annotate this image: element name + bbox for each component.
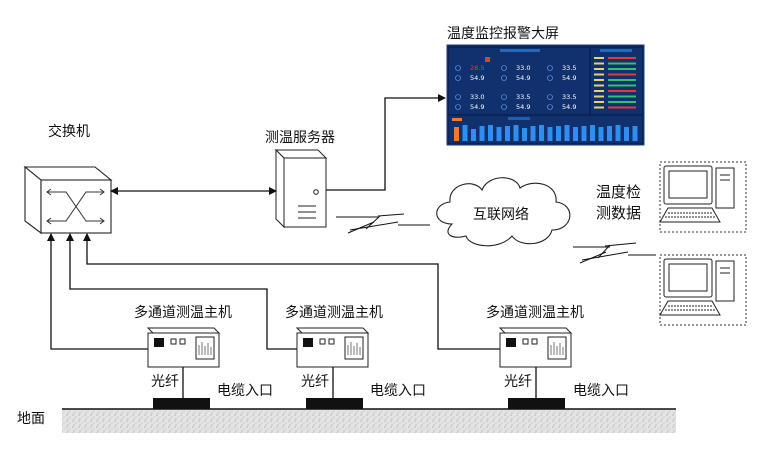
network-switch [23,165,113,235]
host-unit-1 [146,327,221,410]
screen-list-row [608,79,636,81]
screen-bar [632,126,638,141]
internet-cloud [436,177,571,247]
monitor-computer-1 [659,161,747,233]
host-title-2: 多通道测温主机 [285,305,383,321]
screen-bar [581,126,587,141]
screen-gauge-icon [547,94,553,100]
host-unit-3 [498,327,573,410]
screen-gauge-icon [455,104,461,110]
screen-value: 54.9 [516,74,530,82]
screen-list-row [608,106,636,109]
screen-bar [462,125,468,141]
screen-value: 33.0 [470,93,484,101]
screen-list-row [594,106,604,109]
screen-list-row [608,101,636,103]
screen-value: 33.5 [516,93,530,101]
screen-bar [590,125,595,141]
host-title-1: 多通道测温主机 [134,305,232,321]
screen-gauge-icon [547,104,553,110]
screen-list-row [594,90,604,92]
screen-value: 54.9 [470,103,484,111]
cable-label-2: 电缆入口 [370,383,426,399]
screen-gauge-icon [455,94,461,100]
fiber-label-1: 光纤 [151,374,179,390]
screen-bar [530,126,536,141]
screen-bar [471,129,476,141]
screen-bar [607,126,612,141]
screen-bar [573,127,578,141]
dashboard-label: 温度监控报警大屏 [447,26,559,42]
host-title-3: 多通道测温主机 [486,305,584,321]
ground [62,408,676,433]
screen-bar [488,125,493,141]
monitor-computer-2 [659,254,747,326]
screen-value: 54.9 [562,103,576,111]
fiber-label-2: 光纤 [301,374,329,390]
host-unit-2 [295,327,370,410]
screen-value: 28.5 [470,64,484,72]
server-label: 测温服务器 [265,130,335,146]
connection-lines [47,94,500,350]
screen-gauge-icon [501,104,507,110]
internet-label: 互联网络 [473,207,529,223]
screen-list-row [594,84,604,87]
monitor-label-line2: 测数据 [596,204,642,222]
screen-list-row [594,73,604,76]
screen-bar [615,125,621,141]
screen-list-row [608,73,636,76]
cable-label-1: 电缆入口 [217,383,273,399]
dashboard-screen: 28.5 33.0 33.5 54.9 54.9 54.9 33.0 33.5 33.5 54.9… [446,44,645,146]
screen-value: 54.9 [470,74,484,82]
monitor-label-line1: 温度检 [596,183,642,201]
screen-value: 33.0 [516,64,530,72]
screen-gauge-icon [501,75,507,81]
screen-bar [496,127,502,141]
cable-label-3: 电缆入口 [573,383,629,399]
screen-gauge-icon [501,94,507,100]
screen-gauge-icon [501,65,507,71]
wireless-link [336,213,430,234]
screen-value: 33.5 [562,93,576,101]
screen-value: 54.9 [516,103,530,111]
screen-gauge-icon [455,75,461,81]
screen-gauge-icon [547,65,553,71]
ground-label: 地面 [17,411,45,427]
screen-bar [598,127,604,141]
screen-gauge-icon [547,75,553,81]
screen-list-row [594,57,604,59]
screen-bar [547,127,553,141]
screen-value: 54.9 [562,74,576,82]
screen-bar [522,128,527,141]
screen-list-row [608,57,636,59]
screen-list-row [594,79,604,81]
screen-list-row [594,62,604,65]
screen-bar [479,126,485,141]
temperature-server [274,148,328,229]
switch-label: 交换机 [48,124,90,140]
screen-value: 33.5 [562,64,576,72]
screen-bar [564,125,570,141]
screen-bar [454,127,459,141]
screen-list-row [608,84,636,87]
screen-list-row [608,68,636,70]
screen-list-row [608,90,636,92]
screen-list-row [594,101,604,103]
screen-bar [556,126,561,141]
screen-bar [513,125,519,141]
screen-bar [624,127,629,141]
wireless-link-2 [573,242,656,264]
screen-gauge-icon [455,65,461,71]
screen-list-row [608,62,636,65]
screen-bar [539,125,544,141]
fiber-label-3: 光纤 [504,374,532,390]
screen-list-row [594,95,604,98]
screen-bar [505,126,510,141]
screen-list-row [594,68,604,70]
screen-list-row [608,95,636,98]
